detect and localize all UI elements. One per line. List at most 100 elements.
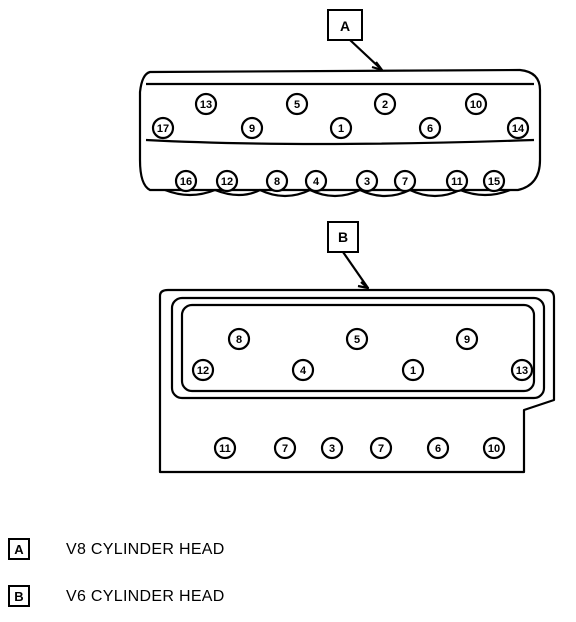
bolt-a-8: 8 xyxy=(265,169,289,193)
bolt-b-7b: 7 xyxy=(369,436,393,460)
bolt-number: 8 xyxy=(274,176,280,188)
bolt-ring xyxy=(215,169,239,193)
bolt-number: 12 xyxy=(221,176,233,188)
bolt-number: 4 xyxy=(300,365,307,377)
bolt-number: 12 xyxy=(197,365,209,377)
bolt-ring xyxy=(464,92,488,116)
bolt-b-7a: 7 xyxy=(273,436,297,460)
bolt-ring xyxy=(320,436,344,460)
bolt-b-3: 3 xyxy=(320,436,344,460)
bolt-ring xyxy=(401,358,425,382)
bolt-number: 2 xyxy=(382,99,388,111)
bolt-a-17: 17 xyxy=(151,116,175,140)
v6-head-upper-deck xyxy=(170,296,546,400)
bolt-ring xyxy=(285,92,309,116)
bolt-b-9: 9 xyxy=(455,327,479,351)
bolt-number: 9 xyxy=(464,334,470,346)
bolt-number: 5 xyxy=(354,334,360,346)
bolt-ring xyxy=(329,116,353,140)
callout-a-box xyxy=(327,9,363,41)
bolt-a-3: 3 xyxy=(355,169,379,193)
bolt-ring xyxy=(482,169,506,193)
v6-bolt-group: 8 5 9 12 4 1 13 11 7 3 7 6 10 xyxy=(191,327,534,460)
bolt-number: 16 xyxy=(180,176,192,188)
bolt-number: 8 xyxy=(236,334,242,346)
bolt-ring xyxy=(194,92,218,116)
bolt-number: 1 xyxy=(410,365,416,377)
bolt-a-11: 11 xyxy=(445,169,469,193)
bolt-ring xyxy=(240,116,264,140)
v8-head-inner-rail xyxy=(145,82,535,146)
bolt-b-13: 13 xyxy=(510,358,534,382)
legend-key-a: A xyxy=(8,538,30,560)
bolt-ring xyxy=(482,436,506,460)
callout-b-box xyxy=(327,221,359,253)
bolt-number: 11 xyxy=(451,176,463,188)
bolt-ring xyxy=(304,169,328,193)
bolt-ring xyxy=(265,169,289,193)
bolt-number: 7 xyxy=(402,176,408,188)
bolt-number: 13 xyxy=(516,365,528,377)
bolt-ring xyxy=(227,327,251,351)
bolt-ring xyxy=(369,436,393,460)
bolt-b-12: 12 xyxy=(191,358,215,382)
bolt-a-7: 7 xyxy=(393,169,417,193)
bolt-number: 17 xyxy=(157,123,169,135)
bolt-ring xyxy=(418,116,442,140)
bolt-ring xyxy=(273,436,297,460)
bolt-b-8: 8 xyxy=(227,327,251,351)
bolt-ring xyxy=(393,169,417,193)
legend-key-b: B xyxy=(8,585,30,607)
bolt-a-6: 6 xyxy=(418,116,442,140)
bolt-b-1: 1 xyxy=(401,358,425,382)
bolt-b-4: 4 xyxy=(291,358,315,382)
bolt-ring xyxy=(345,327,369,351)
bolt-ring xyxy=(174,169,198,193)
bolt-ring xyxy=(510,358,534,382)
bolt-b-6: 6 xyxy=(426,436,450,460)
bolt-ring xyxy=(355,169,379,193)
v8-head-outline xyxy=(138,68,542,192)
bolt-a-2: 2 xyxy=(373,92,397,116)
bolt-ring xyxy=(213,436,237,460)
legend-text-v8: V8 CYLINDER HEAD xyxy=(66,541,225,558)
callout-b-arrowhead xyxy=(357,281,370,290)
bolt-ring xyxy=(373,92,397,116)
callout-b-leader xyxy=(342,251,369,289)
bolt-b-11: 11 xyxy=(213,436,237,460)
bolt-number: 15 xyxy=(488,176,500,188)
v6-head-outer-outline xyxy=(158,288,556,474)
legend-text-v6: V6 CYLINDER HEAD xyxy=(66,588,225,605)
callout-a-leader xyxy=(349,39,383,71)
callout-a-label: A xyxy=(340,18,350,34)
bolt-a-5: 5 xyxy=(285,92,309,116)
bolt-a-9: 9 xyxy=(240,116,264,140)
bolt-number: 10 xyxy=(488,443,500,455)
bolt-b-5: 5 xyxy=(345,327,369,351)
bolt-a-16: 16 xyxy=(174,169,198,193)
bolt-number: 9 xyxy=(249,123,255,135)
callout-b-label: B xyxy=(338,229,348,245)
bolt-b-10: 10 xyxy=(482,436,506,460)
bolt-number: 3 xyxy=(329,443,335,455)
bolt-number: 6 xyxy=(435,443,441,455)
bolt-number: 7 xyxy=(378,443,384,455)
v6-head-upper-inner xyxy=(180,303,536,393)
bolt-ring xyxy=(291,358,315,382)
bolt-a-14: 14 xyxy=(506,116,530,140)
bolt-ring xyxy=(506,116,530,140)
bolt-a-15: 15 xyxy=(482,169,506,193)
bolt-number: 11 xyxy=(219,443,231,455)
bolt-number: 10 xyxy=(470,99,482,111)
legend-row-v6: B V6 CYLINDER HEAD xyxy=(8,585,308,611)
bolt-number: 1 xyxy=(338,123,344,135)
bolt-number: 6 xyxy=(427,123,433,135)
bolt-ring xyxy=(445,169,469,193)
bolt-a-10: 10 xyxy=(464,92,488,116)
bolt-a-13: 13 xyxy=(194,92,218,116)
bolt-ring xyxy=(455,327,479,351)
bolt-a-4: 4 xyxy=(304,169,328,193)
bolt-a-1: 1 xyxy=(329,116,353,140)
